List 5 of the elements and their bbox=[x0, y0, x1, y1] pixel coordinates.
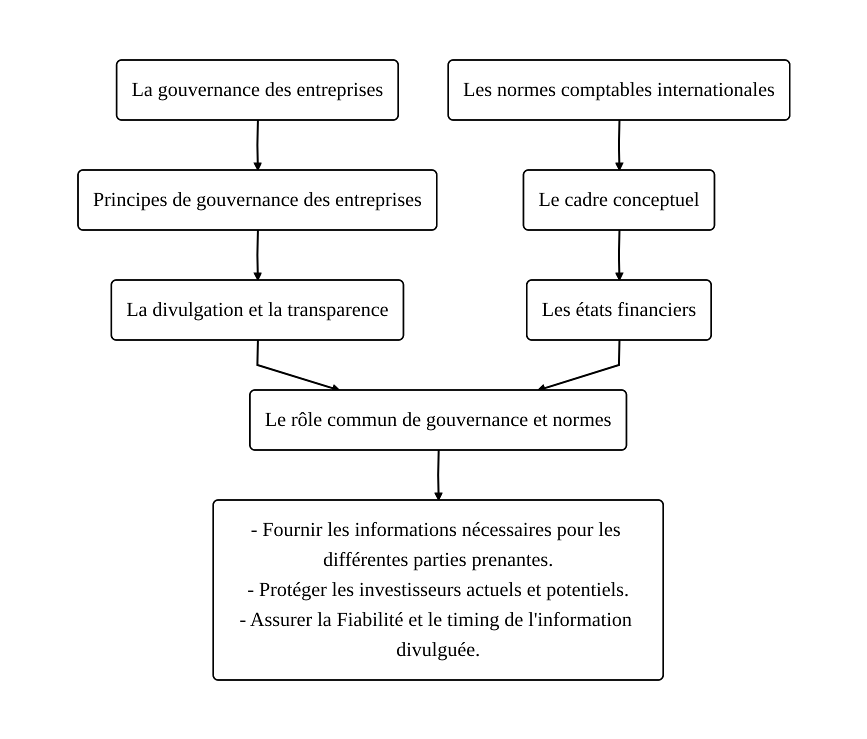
arrow bbox=[252, 230, 262, 280]
arrow bbox=[614, 120, 624, 170]
arrow bbox=[252, 120, 262, 170]
arrow bbox=[434, 450, 443, 500]
arrow bbox=[614, 230, 624, 280]
